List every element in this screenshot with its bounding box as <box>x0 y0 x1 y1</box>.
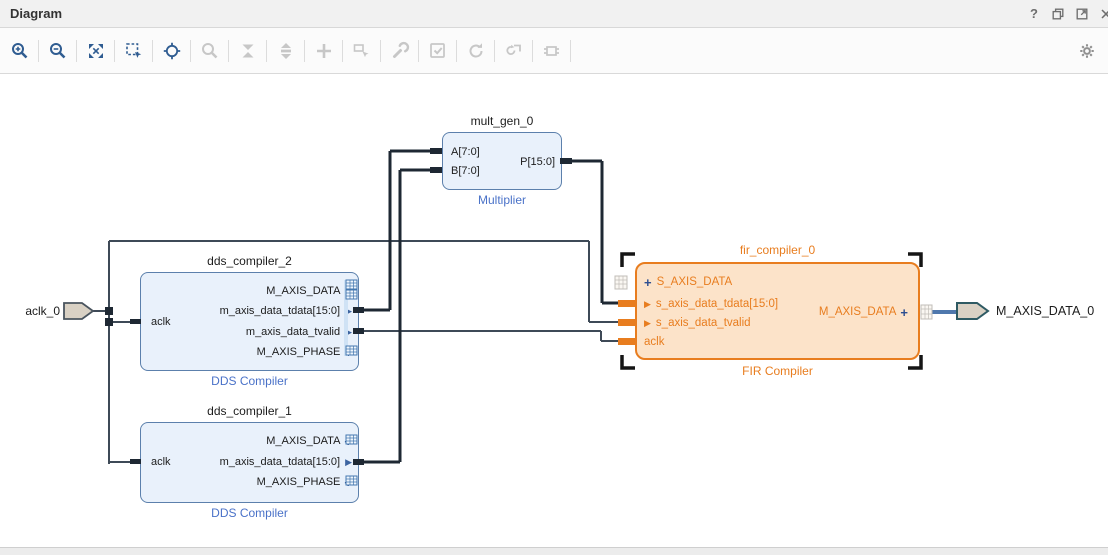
minus-icon[interactable]: − <box>344 284 352 299</box>
maximize-icon[interactable] <box>1073 5 1091 23</box>
pin-m-axis-data[interactable]: M_AXIS_DATA− <box>266 284 352 299</box>
pin-s-axis-data-tvalid[interactable]: ▶s_axis_data_tvalid <box>644 317 751 329</box>
pin-arrow-icon: ▶ <box>345 457 352 467</box>
diagram-canvas[interactable]: A[7:0] B[7:0] P[15:0] aclk M_AXIS_DATA− … <box>0 74 1108 547</box>
pin-a[interactable]: A[7:0] <box>451 146 480 158</box>
block-title-dds-compiler-2[interactable]: dds_compiler_2 <box>207 254 292 268</box>
pin-m-axis-data-tdata[interactable]: m_axis_data_tdata[15:0]▶ <box>219 456 352 468</box>
pin-b[interactable]: B[7:0] <box>451 165 480 177</box>
pin-p[interactable]: P[15:0] <box>520 156 555 168</box>
close-icon[interactable] <box>1097 5 1108 23</box>
pin-m-axis-data-tdata[interactable]: m_axis_data_tdata[15:0]▶ <box>219 305 352 317</box>
add-ip-icon[interactable] <box>310 37 337 64</box>
validate-design-icon[interactable] <box>424 37 451 64</box>
fir-pin-stubs <box>618 300 635 345</box>
diagram-toolbar <box>0 28 1108 74</box>
port-aclk-0[interactable] <box>63 302 95 320</box>
wire-tvalid-net[interactable] <box>360 330 620 342</box>
zoom-in-icon[interactable] <box>6 37 33 64</box>
expand-hierarchy-icon[interactable] <box>272 37 299 64</box>
plus-icon[interactable]: + <box>900 305 908 320</box>
make-external-icon[interactable] <box>348 37 375 64</box>
interface-connections-icon[interactable] <box>538 37 565 64</box>
block-subtitle-multiplier: Multiplier <box>477 193 526 207</box>
block-fir-compiler-0[interactable]: +S_AXIS_DATA ▶s_axis_data_tdata[15:0] ▶s… <box>635 262 920 360</box>
port-m-axis-data-0[interactable] <box>956 302 990 320</box>
block-subtitle-dds-compiler: DDS Compiler <box>211 374 288 388</box>
zoom-to-selection-icon[interactable] <box>120 37 147 64</box>
port-label-aclk-0[interactable]: aclk_0 <box>25 304 60 318</box>
block-dds-compiler-2[interactable]: aclk M_AXIS_DATA− m_axis_data_tdata[15:0… <box>140 272 359 371</box>
wire-dds2-tdata-net[interactable] <box>358 149 441 312</box>
pin-m-axis-data-tvalid[interactable]: m_axis_data_tvalid▶ <box>245 326 352 338</box>
pin-s-axis-data-tdata[interactable]: ▶s_axis_data_tdata[15:0] <box>644 298 779 310</box>
collapse-hierarchy-icon[interactable] <box>234 37 261 64</box>
block-mult-gen-0[interactable]: A[7:0] B[7:0] P[15:0] <box>442 132 562 190</box>
pin-s-axis-data[interactable]: +S_AXIS_DATA <box>644 275 733 290</box>
refresh-icon[interactable] <box>462 37 489 64</box>
zoom-fit-icon[interactable] <box>82 37 109 64</box>
pin-m-axis-data[interactable]: M_AXIS_DATA+ <box>266 434 352 449</box>
plus-icon[interactable]: + <box>344 345 352 360</box>
block-dds-compiler-1[interactable]: aclk M_AXIS_DATA+ m_axis_data_tdata[15:0… <box>140 422 359 503</box>
plus-icon[interactable]: + <box>344 475 352 490</box>
pin-m-axis-phase[interactable]: M_AXIS_PHASE+ <box>256 475 352 490</box>
regenerate-layout-icon[interactable] <box>500 37 527 64</box>
wire-junction <box>105 307 113 315</box>
settings-gear-icon[interactable] <box>1073 37 1100 64</box>
float-window-icon[interactable] <box>1049 5 1067 23</box>
search-icon[interactable] <box>196 37 223 64</box>
pin-aclk[interactable]: aclk <box>644 336 665 348</box>
zoom-out-icon[interactable] <box>44 37 71 64</box>
port-label-m-axis-data-0[interactable]: M_AXIS_DATA_0 <box>996 304 1095 318</box>
pin-arrow-icon: ▶ <box>345 327 352 337</box>
block-subtitle-fir-compiler: FIR Compiler <box>742 364 813 378</box>
page-title: Diagram <box>10 6 63 21</box>
block-subtitle-dds-compiler: DDS Compiler <box>211 506 288 520</box>
titlebar: Diagram ? <box>0 0 1108 28</box>
wire-junction <box>105 318 113 326</box>
help-icon[interactable]: ? <box>1030 6 1038 21</box>
pin-aclk[interactable]: aclk <box>151 456 171 468</box>
pin-arrow-icon: ▶ <box>644 318 651 328</box>
pin-m-axis-phase[interactable]: M_AXIS_PHASE+ <box>256 345 352 360</box>
pin-m-axis-data[interactable]: M_AXIS_DATA+ <box>818 305 908 320</box>
pin-arrow-icon: ▶ <box>644 299 651 309</box>
customize-block-icon[interactable] <box>386 37 413 64</box>
center-selection-icon[interactable] <box>158 37 185 64</box>
pin-arrow-icon: ▶ <box>345 306 352 316</box>
plus-icon[interactable]: + <box>344 434 352 449</box>
wire-dds1-tdata-net[interactable] <box>358 168 441 464</box>
plus-icon[interactable]: + <box>644 275 652 290</box>
pin-aclk[interactable]: aclk <box>151 316 171 328</box>
block-title-fir-compiler-0[interactable]: fir_compiler_0 <box>739 243 816 257</box>
bottom-strip <box>0 547 1108 555</box>
block-title-mult-gen-0[interactable]: mult_gen_0 <box>470 114 534 128</box>
block-title-dds-compiler-1[interactable]: dds_compiler_1 <box>207 404 292 418</box>
wire-multiplier-p-net[interactable] <box>566 159 620 305</box>
